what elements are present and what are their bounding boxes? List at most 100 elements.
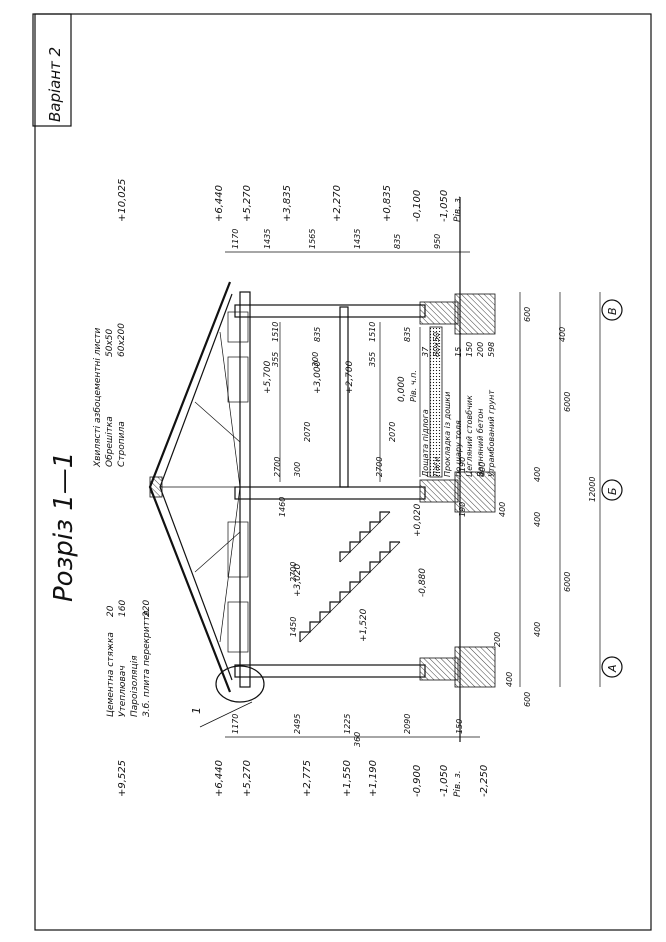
inner-dim-9: 2700 [273,457,282,477]
floor-layer-5-value: 200 [476,342,485,357]
ceiling-layer-0: Цементна стяжка [106,632,116,717]
floor-layer-3: по шару толя [454,420,463,477]
right-dimensions: 1170 1435 1565 1435 835 950 [225,229,470,253]
left-level-0: +9,525 [117,760,128,797]
left-level-3: +2,775 [302,760,313,797]
bottom-dim-10: 600 [523,307,532,322]
bottom-dim-9: 400 [558,327,567,342]
foundation-left [454,646,496,688]
ceiling-layer-1-value: 160 [118,600,128,617]
bottom-dim-1: 400 [505,672,514,687]
left-level-8: Рів. з. [453,770,463,797]
left-level-7: -1,050 [439,765,450,797]
bottom-dim-0: 600 [523,692,532,707]
floor-layer-2: Прокладка із дошки [443,392,452,477]
bottom-dimensions: 600 400 200 400 6000 400 400 6000 12000 … [493,292,601,707]
roof-layer-2: Стропила [117,421,127,467]
callout-number: 1 [190,707,203,714]
bottom-dim-4: 6000 [563,572,572,592]
inner-level-7: -0,880 [418,568,428,597]
inner-dim-15: 190 [458,457,467,472]
inner-dim-5: 1510 [368,322,377,342]
left-level-4: +1,550 [342,760,353,797]
left-level-6: -0,900 [412,765,423,797]
staircase-lower [339,511,390,562]
inner-dim-11: 2700 [375,457,384,477]
floor-layer-5: Вапняний бетон [476,409,485,477]
left-dim-1: 2495 [293,714,302,734]
axis-b-marker [601,479,623,501]
left-level-2: +5,270 [242,760,253,797]
inner-level-1: +3,000 [313,360,323,394]
variant-label: Варіант 2 [46,47,64,122]
sheet-frame [34,13,652,931]
floor-layer-1-value: 80х50 [432,332,441,357]
section-title: Розріз 1—1 [49,452,79,602]
bottom-dim-6: 400 [533,467,542,482]
left-level-1: +6,440 [214,760,225,797]
left-level-5: +1,190 [368,760,379,797]
roof-layers-note: Хвилясті азбоцементні листи Обрешітка 50… [93,323,127,468]
floor-layer-6-value: 598 [487,342,496,357]
right-dim-3: 1435 [353,229,362,249]
axis-a-marker [601,656,623,678]
inner-dim-12: 1460 [278,497,287,517]
left-level-marks: +9,525 +6,440 +5,270 +2,775 +1,550 +1,19… [117,760,490,797]
bottom-dim-3: 400 [533,622,542,637]
inner-dim-16: 190 [458,502,467,517]
ceiling-layer-3-value: 220 [142,600,152,617]
right-level-7: -1,050 [439,190,450,222]
left-dim-5: 150 [455,719,464,734]
inner-level-4: Рів. ч.п. [409,370,418,402]
inner-dim-3: 355 [271,352,280,367]
right-level-6: -0,100 [412,190,423,222]
left-dim-0: 1170 [231,714,240,734]
ceiling-layer-0-value: 20 [106,605,116,617]
rotated-drawing: Варіант 2 Розріз 1—1 [46,47,623,797]
inner-level-5: +3,020 [293,563,303,597]
inner-dim-8: 2070 [388,422,397,442]
ceiling-layers-note: Цементна стяжка 20 Утеплювач 160 Пароізо… [106,600,152,717]
axis-a-label: А [606,664,619,673]
inner-dim-18: 400 [478,462,487,477]
inner-level-2: +2,700 [345,360,355,394]
inner-dim-6: 355 [368,352,377,367]
ceiling-layer-1: Утеплювач [118,665,128,717]
floor-layer-4-value: 150 [465,342,474,357]
bottom-dim-7: 6000 [563,392,572,412]
floor-layer-6: Утрамбований грунт [487,390,496,477]
floor-layer-0-value: 37 [421,346,430,357]
floor-layer-4: Цегляний стовбчик [465,395,474,477]
axis-v-marker [601,299,623,321]
right-level-1: +6,440 [214,185,225,222]
right-level-8: Рів. з. [453,195,463,222]
inner-levels: +5,700 +3,000 +2,700 0,000 Рів. ч.п. +3,… [263,360,428,642]
inner-dim-17: 400 [498,502,507,517]
right-dim-2: 1565 [308,229,317,249]
right-dim-1: 1435 [263,229,272,249]
floor-layer-0: Дощата підлога [421,409,430,478]
inner-level-0: +5,700 [263,360,273,394]
inner-dim-1: 835 [313,327,322,342]
roof-layer-1: Обрешітка [105,416,115,467]
floor-layers-note: Дощата підлога 37 Лаги 80х50 Прокладка і… [421,332,496,478]
inner-dimensions: 1510 835 300 355 835 1510 355 2070 2070 … [271,322,507,637]
grid-axes: А Б В [601,299,623,678]
ceiling-layer-3: З.б. плита перекриття [142,610,152,717]
inner-dim-14: 1450 [289,617,298,637]
inner-level-3: 0,000 [397,376,407,402]
ceiling-layer-2: Пароізоляція [130,655,140,717]
right-dim-5: 950 [433,234,442,249]
left-dimensions: 1170 2495 1225 360 2090 150 [225,714,480,747]
right-dim-4: 835 [393,234,402,249]
roof-layer-2-value: 60х200 [117,323,127,357]
right-level-3: +3,835 [282,185,293,222]
right-level-5: +0,835 [382,185,393,222]
left-level-9: -2,250 [479,765,490,797]
left-dim-2: 1225 [343,714,352,734]
right-level-marks: +10,025 +6,440 +5,270 +3,835 +2,270 +0,8… [117,179,463,222]
ceiling-slab [239,291,251,688]
inner-level-8: +0,020 [413,503,423,537]
inner-dim-2: 300 [311,352,320,367]
